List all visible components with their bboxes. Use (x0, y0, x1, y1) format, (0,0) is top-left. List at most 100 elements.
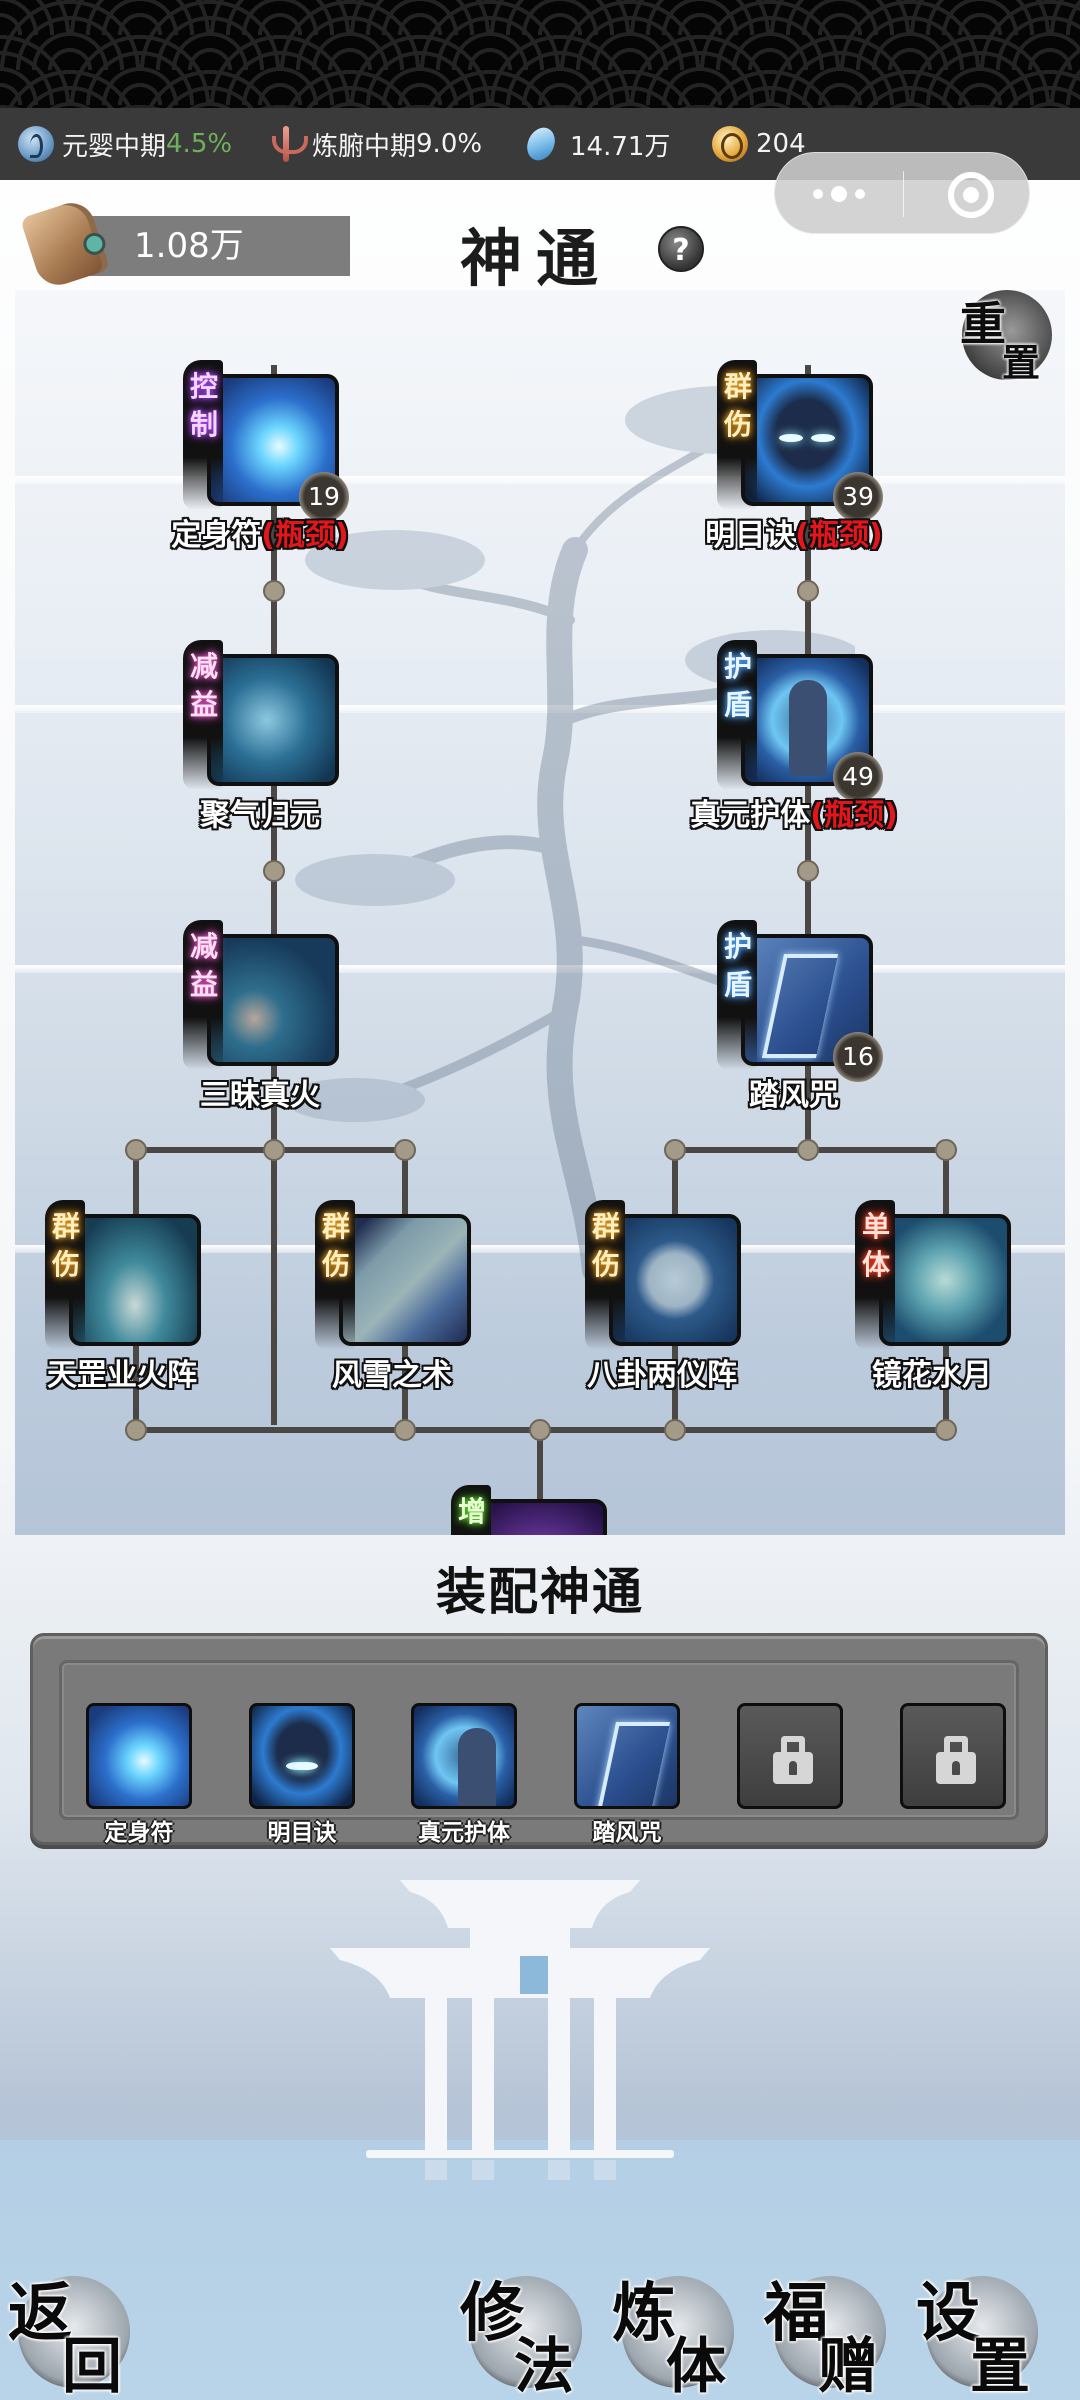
purple-orb-skill-icon (475, 1499, 607, 1535)
skill-fengxuezhishu[interactable]: 群伤 风雪之术 (297, 1200, 487, 1393)
scroll-currency-value: 1.08万 (134, 226, 244, 266)
lock-icon (773, 1736, 813, 1784)
tree-node (797, 580, 819, 602)
reset-button[interactable]: 重 置 (960, 290, 1052, 385)
more-button[interactable] (775, 153, 903, 235)
equip-slot-label: 真元护体 (418, 1820, 510, 1846)
skill-tree-panel[interactable]: 控制 19 定身符(瓶颈) 群伤 39 明目诀(瓶颈) 减益 聚气归元 护盾 4… (15, 290, 1065, 1535)
yinyang-formation-skill-icon (609, 1214, 741, 1346)
skill-tiangangyehuozhen[interactable]: 群伤 天罡业火阵 (27, 1200, 217, 1393)
skill-jinghuashuiyue[interactable]: 单体 镜花水月 (837, 1200, 1027, 1393)
gold-resource: 204 (712, 108, 806, 180)
wind-boot-skill-icon (574, 1703, 680, 1809)
nav-fuzeng-button[interactable]: 福 赠 (764, 2268, 886, 2400)
skill-zhenyuanhuti[interactable]: 护盾 49 真元护体(瓶颈) (690, 640, 898, 833)
pavilion-illustration (330, 1880, 710, 2180)
skill-type-tag: 减益 (189, 650, 218, 721)
light-stripe (15, 476, 1065, 484)
light-stripe (15, 965, 1065, 973)
ink-disc-icon (470, 2276, 582, 2388)
spirit-crystal-icon (522, 123, 560, 165)
more-dots-icon (813, 189, 823, 199)
skill-level-badge: 16 (833, 1032, 883, 1082)
skill-sanmeizhenhuo[interactable]: 减益 三昧真火 (165, 920, 355, 1113)
equip-slot-2[interactable]: 明目诀 (249, 1703, 355, 1847)
skill-name: 明目诀(瓶颈) (705, 518, 883, 553)
nav-lianti-button[interactable]: 炼 体 (612, 2268, 734, 2400)
spirit-stone-resource: 14.71万 (522, 108, 671, 180)
nav-xiufa-button[interactable]: 修 法 (460, 2268, 582, 2400)
light-stripe (15, 1245, 1065, 1253)
tree-node (797, 1139, 819, 1161)
help-button[interactable]: ? (658, 226, 704, 272)
skill-name: 天罡业火阵 (47, 1358, 197, 1393)
ink-brush-tag-bg (45, 1200, 85, 1350)
skill-name: 踏风咒 (749, 1078, 839, 1113)
tree-node (125, 1419, 147, 1441)
skill-name: 聚气归元 (200, 798, 320, 833)
equip-slot-1[interactable]: 定身符 (86, 1703, 192, 1847)
equip-slot-label: 明目诀 (267, 1820, 337, 1846)
skill-level-badge: 19 (299, 472, 349, 522)
skill-name: 镜花水月 (872, 1358, 992, 1393)
skill-type-tag: 群伤 (723, 370, 752, 441)
spirit-stone-value: 14.71万 (570, 131, 671, 162)
skill-name: 三昧真火 (200, 1078, 320, 1113)
skill-name: 定身符(瓶颈) (171, 518, 349, 553)
equip-slot-label: 定身符 (104, 1820, 174, 1846)
tree-node (797, 860, 819, 882)
equip-slot-3[interactable]: 真元护体 (411, 1703, 517, 1847)
page-title: 神通 (460, 222, 613, 295)
equip-slot-label: 踏风咒 (592, 1820, 662, 1846)
ink-disc-icon (18, 2276, 130, 2388)
ink-disc-icon (926, 2276, 1038, 2388)
tree-node (664, 1139, 686, 1161)
scroll-currency: 1.08万 (19, 197, 350, 291)
ink-brush-tag-bg (585, 1200, 625, 1350)
skill-type-tag: 群伤 (591, 1210, 620, 1281)
skill-bagualiangyizhen[interactable]: 群伤 八卦两仪阵 (567, 1200, 757, 1393)
glowing-eyes-skill-icon (249, 1703, 355, 1809)
skill-partial-cutoff[interactable]: 增 (433, 1485, 623, 1535)
tree-node (935, 1139, 957, 1161)
skill-juqiguiyuan[interactable]: 减益 聚气归元 (165, 640, 355, 833)
fireball-skill-icon (207, 934, 339, 1066)
realm-label: 元婴中期 (62, 131, 167, 162)
skill-dingshenfu[interactable]: 控制 19 定身符(瓶颈) (165, 360, 355, 553)
skill-type-tag: 护盾 (723, 930, 752, 1001)
tree-node (263, 580, 285, 602)
equip-slot-5-locked[interactable] (737, 1703, 843, 1809)
nav-settings-button[interactable]: 设 置 (916, 2268, 1038, 2400)
skill-name: 风雪之术 (332, 1358, 452, 1393)
tree-node (125, 1139, 147, 1161)
lotus-skill-icon (879, 1214, 1011, 1346)
tree-node (529, 1419, 551, 1441)
ink-brush-tag-bg (451, 1485, 491, 1535)
body-sword-icon (268, 126, 308, 162)
equip-slots-panel: 定身符 明目诀 真元护体 踏风咒 (30, 1633, 1048, 1847)
ink-brush-tag-bg (183, 360, 223, 510)
skill-tafengzhou[interactable]: 护盾 16 踏风咒 (699, 920, 889, 1113)
equip-slot-6-locked[interactable] (900, 1703, 1006, 1809)
skill-type-tag: 群伤 (321, 1210, 350, 1281)
tree-node (394, 1139, 416, 1161)
skill-mingmujue[interactable]: 群伤 39 明目诀(瓶颈) (699, 360, 889, 553)
skill-name: 八卦两仪阵 (587, 1358, 737, 1393)
scroll-icon (19, 197, 111, 291)
skill-type-tag: 群伤 (51, 1210, 80, 1281)
skill-type-tag: 单体 (861, 1210, 890, 1281)
wave-pattern-overlay (0, 0, 1080, 112)
tree-node (263, 1139, 285, 1161)
fire-formation-skill-icon (69, 1214, 201, 1346)
tree-connector (271, 365, 277, 1425)
tree-node (935, 1419, 957, 1441)
gold-value: 204 (756, 129, 806, 159)
ink-brush-tag-bg (717, 920, 757, 1070)
back-button[interactable]: 返 回 (8, 2268, 130, 2400)
ink-brush-tag-bg (183, 640, 223, 790)
close-miniprogram-button[interactable] (948, 172, 994, 218)
equip-slot-4[interactable]: 踏风咒 (574, 1703, 680, 1847)
